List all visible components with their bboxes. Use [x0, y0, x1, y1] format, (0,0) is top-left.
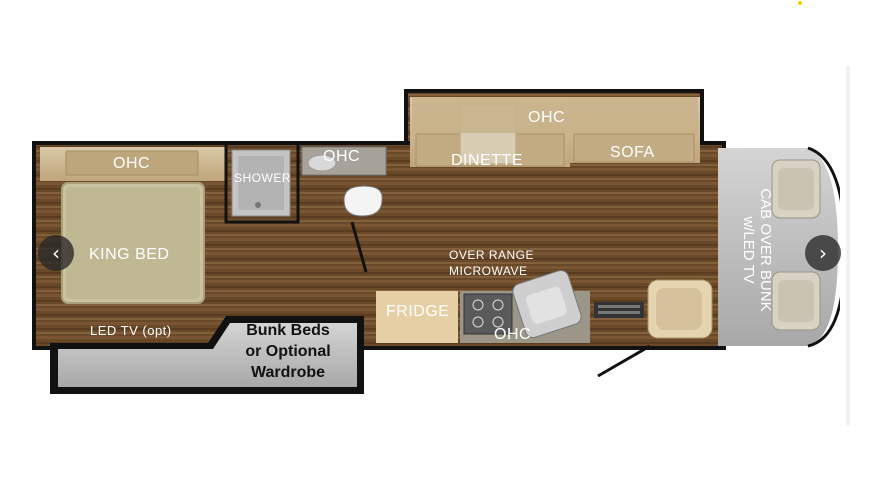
- cab-label-line2: w/LED TV: [740, 216, 757, 284]
- sofa-label: SOFA: [610, 144, 655, 161]
- bath-ohc-label: OHC: [323, 148, 361, 165]
- led-tv-label: LED TV (opt): [90, 323, 172, 338]
- carousel-prev-button[interactable]: ‹: [38, 235, 74, 271]
- bunk-label-line3: Wardrobe: [250, 364, 326, 381]
- kitchen-ohc-label: OHC: [494, 326, 532, 343]
- over-range-label: OVER RANGE: [449, 248, 535, 262]
- chevron-left-icon: ‹: [52, 241, 60, 265]
- king-bed-label: KING BED: [89, 246, 170, 263]
- upper-ohc-label: OHC: [528, 109, 566, 126]
- cab-label-line1: CAB OVER BUNK: [757, 188, 774, 312]
- chevron-right-icon: ›: [819, 241, 827, 265]
- shower-label: SHOWER: [234, 171, 291, 185]
- bunk-label-line2: or Optional: [245, 343, 331, 360]
- bunk-beds-area: [58, 323, 357, 387]
- fridge-label: FRIDGE: [386, 303, 450, 320]
- carousel-next-button[interactable]: ›: [805, 235, 841, 271]
- bunk-beds-label: Bunk Beds or Optional Wardrobe: [232, 320, 344, 383]
- cab-over-bunk-label: CAB OVER BUNK w/LED TV: [740, 180, 774, 320]
- fridge: [376, 291, 458, 343]
- yellow-dot: [798, 1, 802, 5]
- bunk-label-line1: Bunk Beds: [246, 322, 330, 339]
- dinette-label: DINETTE: [451, 152, 523, 169]
- toilet: [343, 185, 383, 217]
- bedroom-ohc-label: OHC: [113, 155, 151, 172]
- microwave-label: MICROWAVE: [449, 264, 528, 278]
- entry-step: [594, 302, 644, 318]
- slide-out-wall: [404, 89, 704, 145]
